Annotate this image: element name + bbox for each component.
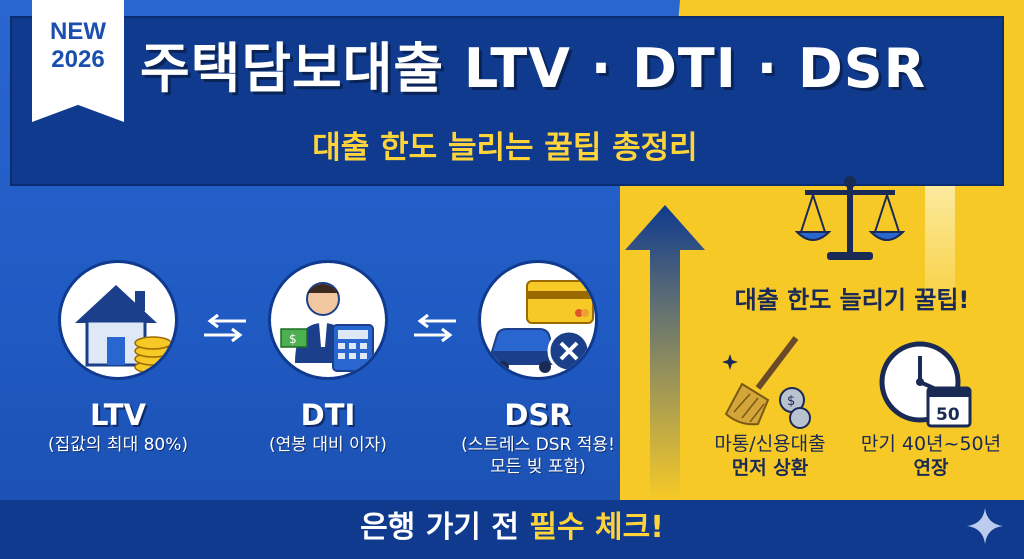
dsr-desc: (스트레스 DSR 적용! 모든 빚 포함) — [438, 434, 638, 478]
badge-new-text: NEW — [50, 18, 106, 45]
tip-item-1-line1: 마통/신용대출 — [714, 433, 826, 455]
arrow-up-blue-icon — [625, 205, 705, 500]
dti-circle: $ — [268, 260, 388, 380]
arrow-up-light-icon — [900, 118, 980, 300]
page-subtitle: 대출 한도 늘리는 꿀팁 총정리 — [312, 130, 698, 166]
dsr-label: DSR — [504, 398, 572, 432]
swap-arrows-icon — [204, 313, 246, 343]
tip-item-2-line2: 연장 — [913, 457, 949, 479]
header-banner — [10, 16, 1004, 186]
footer-highlight: 필수 체크! — [529, 510, 664, 545]
person-calculator-icon: $ — [280, 282, 374, 372]
broom-coins-icon: $ — [722, 336, 811, 429]
balance-scale-icon — [795, 176, 905, 260]
footer-prefix: 은행 가기 전 — [360, 510, 530, 545]
tip-item-1-line2: 먼저 상환 — [731, 457, 809, 479]
dsr-desc-line2: 모든 빚 포함) — [490, 457, 586, 477]
sparkle-icon — [967, 508, 1003, 544]
dti-label: DTI — [300, 398, 356, 432]
card-car-icon — [489, 280, 594, 373]
dti-desc: (연봉 대비 이자) — [269, 435, 387, 455]
house-coins-icon — [75, 285, 172, 374]
page-title: 주택담보대출 LTV · DTI · DSR — [140, 37, 927, 100]
tip-item-2-line1: 만기 40년~50년 — [860, 433, 1002, 455]
new-badge: NEW 2026 — [32, 0, 124, 122]
dsr-circle — [478, 260, 598, 380]
svg-text:$: $ — [787, 394, 795, 409]
tips-title: 대출 한도 늘리기 꿀팁! — [734, 286, 970, 314]
dsr-desc-line1: (스트레스 DSR 적용! — [461, 435, 615, 455]
ltv-label: LTV — [90, 398, 146, 432]
footer-text: 은행 가기 전 필수 체크! — [0, 506, 1024, 550]
ltv-circle — [58, 260, 178, 380]
badge-year-text: 2026 — [51, 46, 105, 73]
swap-arrows-icon — [414, 313, 456, 343]
tip-item-1: 마통/신용대출 먼저 상환 — [685, 432, 855, 480]
ltv-desc: (집값의 최대 80%) — [47, 435, 189, 455]
tip-item-2: 만기 40년~50년 연장 — [846, 432, 1016, 480]
svg-text:$: $ — [289, 332, 297, 346]
clock-calendar-icon: 50 — [879, 341, 972, 428]
calendar-number: 50 — [936, 405, 960, 425]
footer-bar — [0, 500, 1024, 559]
